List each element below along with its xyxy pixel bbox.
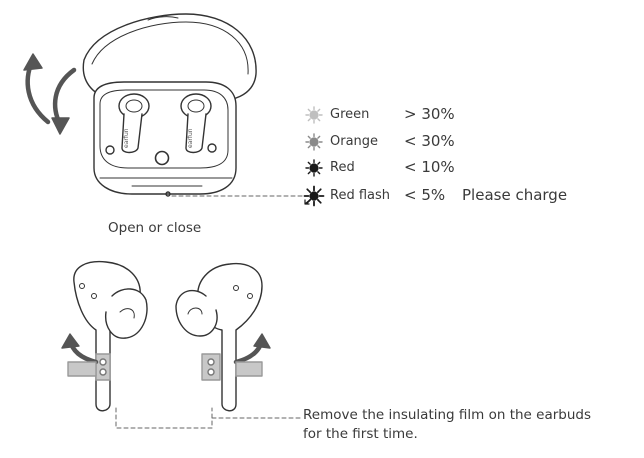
- right-film-strip: [201, 353, 221, 381]
- right-marker: [207, 143, 217, 153]
- led-indicator: [165, 191, 171, 197]
- flash-sun-icon: [303, 185, 325, 207]
- left-marker: [105, 145, 115, 155]
- led-label-red-flash: Red flash: [330, 188, 390, 203]
- case-caption: Open or close: [108, 220, 202, 236]
- case-hinge: [147, 16, 179, 21]
- left-film-strip: [95, 353, 111, 381]
- film-instruction-line2: for the first time.: [303, 426, 418, 442]
- charging-case: earfun earfun: [82, 13, 257, 197]
- right-film-tab: [235, 361, 263, 377]
- led-label-green: Green: [330, 107, 370, 122]
- left-film-tab: [67, 361, 97, 377]
- led-threshold-red-flash: < 5%: [404, 186, 446, 204]
- sun-icon: [305, 106, 323, 124]
- led-note-red-flash: Please charge: [462, 186, 568, 204]
- case-brand-left: earfun: [123, 128, 130, 148]
- sun-icon: [305, 159, 323, 177]
- open-arrow-icon: [25, 59, 51, 125]
- led-threshold-orange: < 30%: [404, 132, 455, 150]
- case-brand-right: earfun: [187, 128, 194, 148]
- earbud-left: [73, 260, 148, 412]
- earbud-right: [175, 262, 263, 412]
- led-threshold-green: > 30%: [404, 105, 455, 123]
- case-base-rim: [99, 89, 229, 169]
- led-threshold-red: < 10%: [404, 158, 455, 176]
- case-lid-inner: [91, 21, 249, 75]
- open-close-arrows: [23, 53, 77, 135]
- led-legend-icons: [303, 106, 325, 207]
- led-label-orange: Orange: [330, 134, 379, 149]
- close-arrow-icon: [52, 67, 77, 127]
- case-button: [154, 150, 170, 166]
- earbud-in-case-right: [180, 93, 212, 154]
- led-label-red: Red: [330, 160, 355, 175]
- film-instruction-line1: Remove the insulating film on the earbud…: [303, 407, 592, 423]
- sun-icon: [305, 133, 323, 151]
- case-base: [93, 81, 237, 195]
- earbud-leader-line: [115, 407, 301, 429]
- earbud-in-case-left: [118, 93, 150, 154]
